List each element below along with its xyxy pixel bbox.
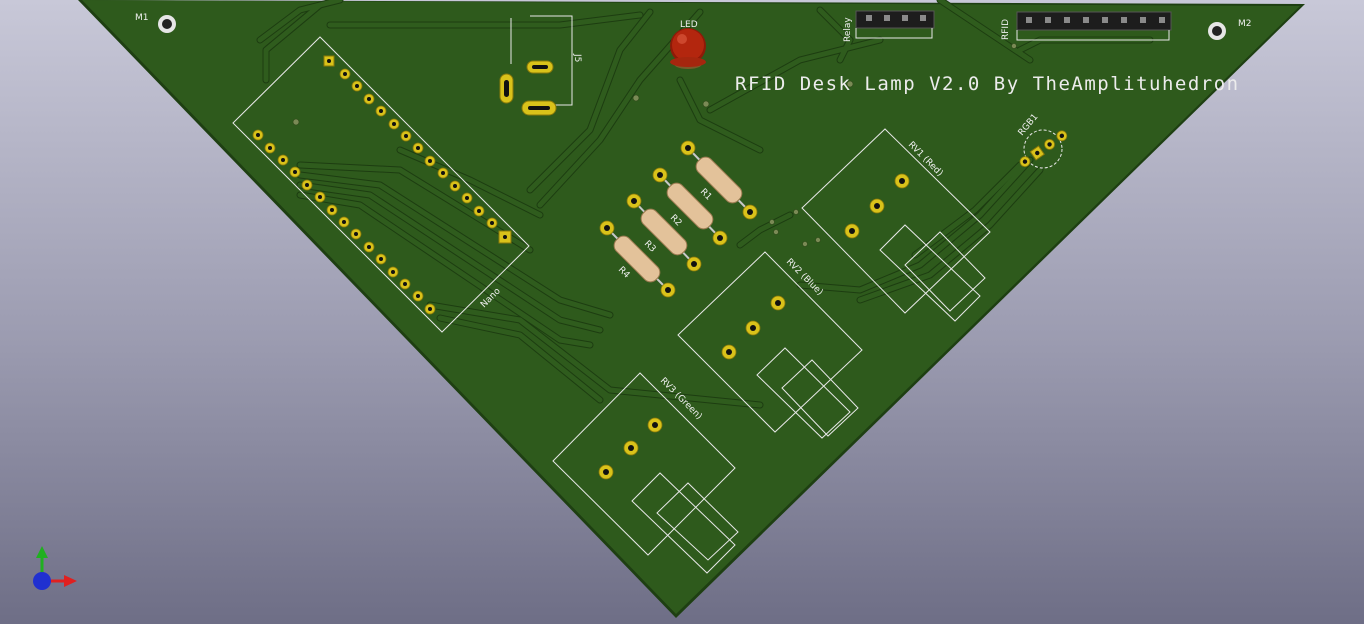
j5-power-jack[interactable]: J5 bbox=[499, 15, 582, 116]
resistor-r3[interactable]: R3 bbox=[626, 193, 702, 272]
mounting-hole-m2[interactable]: M2 bbox=[1208, 19, 1252, 40]
nano-pin-row-a bbox=[323, 55, 512, 244]
arduino-nano-footprint[interactable]: Nano bbox=[232, 36, 530, 333]
mounting-hole-m1[interactable]: M1 bbox=[135, 13, 176, 33]
copper-traces bbox=[256, 0, 1154, 409]
board-title: RFID Desk Lamp V2.0 By TheAmplituhedron bbox=[735, 73, 1240, 95]
led-label: LED bbox=[680, 20, 698, 30]
rfid-header[interactable]: RFID bbox=[1001, 11, 1172, 41]
resistor-r4[interactable]: R4 bbox=[599, 220, 676, 298]
axis-gizmo[interactable] bbox=[33, 546, 77, 590]
relay-header[interactable]: Relay bbox=[843, 10, 935, 42]
rfid-label: RFID bbox=[1001, 19, 1011, 40]
m1-label: M1 bbox=[135, 13, 149, 23]
z-axis-dot bbox=[33, 572, 51, 590]
relay-label: Relay bbox=[843, 17, 853, 42]
nano-pin-row-b bbox=[252, 129, 436, 315]
led-component[interactable]: LED bbox=[670, 20, 706, 69]
x-axis-arrowhead bbox=[64, 575, 77, 587]
pcb-board[interactable] bbox=[78, 0, 1305, 618]
y-axis-arrowhead bbox=[36, 546, 48, 558]
j5-label: J5 bbox=[572, 53, 582, 62]
vias bbox=[292, 43, 1017, 247]
m2-label: M2 bbox=[1238, 19, 1252, 29]
